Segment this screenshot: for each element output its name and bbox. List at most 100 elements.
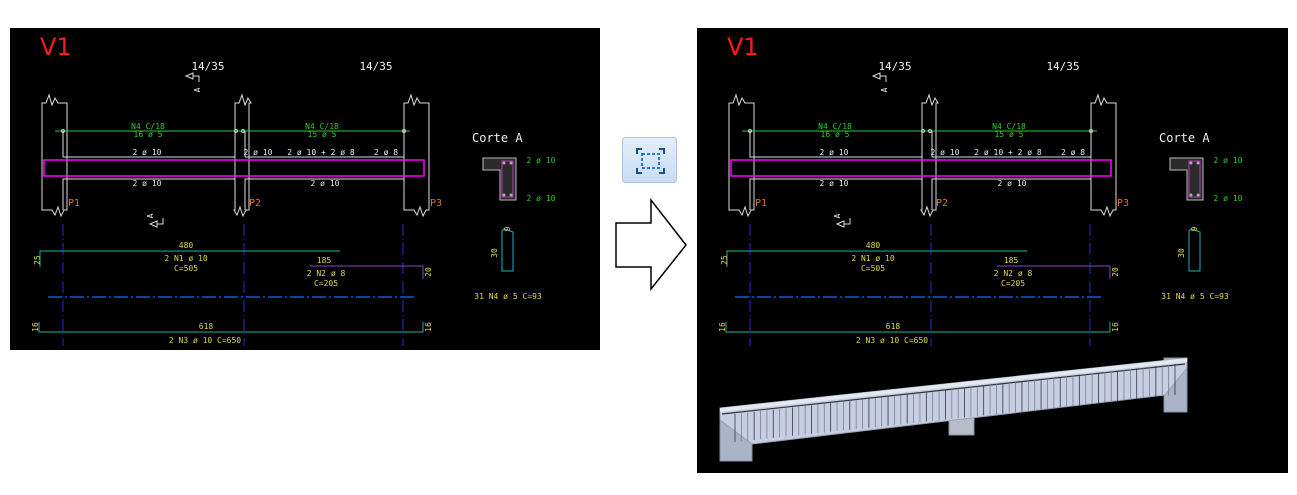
section-mark-label: A: [833, 213, 842, 218]
bar-length: 618: [199, 322, 214, 331]
section-title: Corte A: [472, 131, 523, 145]
stirrup-label: N4 C/18: [992, 122, 1026, 131]
top-bar-label: 2 ø 10 + 2 ø 8: [287, 148, 355, 157]
bar-n2: [997, 265, 1111, 279]
top-bar-label: 2 ø 10: [931, 148, 960, 157]
bar-n1: [39, 250, 340, 267]
rebar-dot: [509, 161, 513, 165]
top-bar-label: 2 ø 10: [244, 148, 273, 157]
bar-label: 2 N3 ø 10 C=650: [856, 336, 928, 345]
pillar-label: P2: [249, 198, 261, 209]
section-label: 14/35: [1046, 60, 1079, 73]
bar-length: 185: [317, 256, 332, 265]
pillar-label: P3: [430, 198, 442, 209]
section-label: 14/35: [191, 60, 224, 73]
bar-hook: 16: [1111, 322, 1120, 332]
section-mark-label: A: [146, 213, 155, 218]
bottom-bar-label: 2 ø 10: [998, 179, 1027, 188]
pillar-outline: [920, 93, 939, 218]
stirrup-schedule: 31 N4 ø 5 C=93: [474, 292, 542, 301]
section-mark-label: A: [193, 87, 202, 92]
rebar-dot: [1196, 193, 1200, 197]
rebar-dot: [1189, 193, 1193, 197]
bottom-bar-label: 2 ø 10: [133, 179, 162, 188]
section-marker-icon: [835, 218, 851, 228]
bar-length: 618: [886, 322, 901, 331]
stirrup-height: 30: [490, 248, 499, 258]
stirrup-label: N4 C/18: [131, 122, 165, 131]
section-label: 14/35: [359, 60, 392, 73]
bar-hook: 20: [1111, 267, 1120, 277]
stirrup-width: 9: [503, 226, 512, 231]
stirrup-count: 16 ø 5: [134, 130, 163, 139]
section-title: Corte A: [1159, 131, 1210, 145]
stirrup-count: 15 ø 5: [995, 130, 1024, 139]
beam-top-face: [720, 358, 1187, 412]
bar-length: 480: [179, 241, 194, 250]
stirrup-height: 30: [1177, 248, 1186, 258]
rebar-dot: [1189, 161, 1193, 165]
bar-n3: [38, 322, 424, 333]
section-stirrup: [1188, 160, 1201, 198]
section-shape: [482, 157, 517, 201]
bar-total: C=505: [174, 264, 198, 273]
bar-n3: [725, 322, 1111, 333]
pillar-outline: [233, 93, 252, 218]
pillar-outline: [728, 93, 755, 218]
pillar-label: P3: [1117, 198, 1129, 209]
pillar-label: P1: [755, 198, 767, 209]
pillar-label: P2: [936, 198, 948, 209]
top-bar-label: 2 ø 10: [133, 148, 162, 157]
section-label: 14/35: [878, 60, 911, 73]
stirrup-schedule: 31 N4 ø 5 C=93: [1161, 292, 1229, 301]
bar-total: C=205: [314, 279, 338, 288]
top-rebar: [721, 363, 1186, 415]
beam-title: V1: [727, 33, 759, 61]
bar-length: 185: [1004, 256, 1019, 265]
bar-hook: 16: [31, 322, 40, 332]
stirrup-label: N4 C/18: [818, 122, 852, 131]
zoom-extents-button[interactable]: [622, 137, 677, 183]
right-arrow-icon: [615, 197, 687, 292]
rebar-dot: [509, 193, 513, 197]
bar-total: C=505: [861, 264, 885, 273]
beam-3d-model[interactable]: [719, 357, 1188, 462]
bar-label: 2 N2 ø 8: [307, 269, 346, 278]
section-stirrup: [501, 160, 514, 198]
bar-hook: 16: [718, 322, 727, 332]
top-bar-label: 2 ø 10 + 2 ø 8: [974, 148, 1042, 157]
rebar-dot: [502, 161, 506, 165]
bar-label: 2 N1 ø 10: [851, 254, 895, 263]
stirrup-shape: [1188, 228, 1201, 272]
bar-label: 2 N1 ø 10: [164, 254, 208, 263]
stirrup-shape: [501, 228, 514, 272]
top-bar-label: 2 ø 8: [374, 148, 398, 157]
stirrup-count: 16 ø 5: [821, 130, 850, 139]
section-shape: [1169, 157, 1204, 201]
beam-outline: [730, 159, 1112, 177]
section-marker-icon: [184, 72, 200, 82]
bar-total: C=205: [1001, 279, 1025, 288]
bar-hook: 16: [424, 322, 433, 332]
top-bar-label: 2 ø 10: [820, 148, 849, 157]
rebar-dot: [1196, 161, 1200, 165]
bar-n1: [726, 250, 1027, 267]
top-bars: [749, 131, 1092, 158]
pillar-outline: [403, 93, 430, 218]
top-bars: [62, 131, 405, 158]
bar-n2: [310, 265, 424, 279]
bottom-bar-label: 2 ø 10: [311, 179, 340, 188]
rebar-dot: [502, 193, 506, 197]
section-marker-icon: [871, 72, 887, 82]
section-marker-icon: [148, 218, 164, 228]
stirrup-count: 15 ø 5: [308, 130, 337, 139]
section-mark-label: A: [880, 87, 889, 92]
pillar-outline: [1090, 93, 1117, 218]
pillar-outline: [41, 93, 68, 218]
bar-length: 480: [866, 241, 881, 250]
bar-hook: 25: [720, 255, 729, 265]
bar-label: 2 N3 ø 10 C=650: [169, 336, 241, 345]
